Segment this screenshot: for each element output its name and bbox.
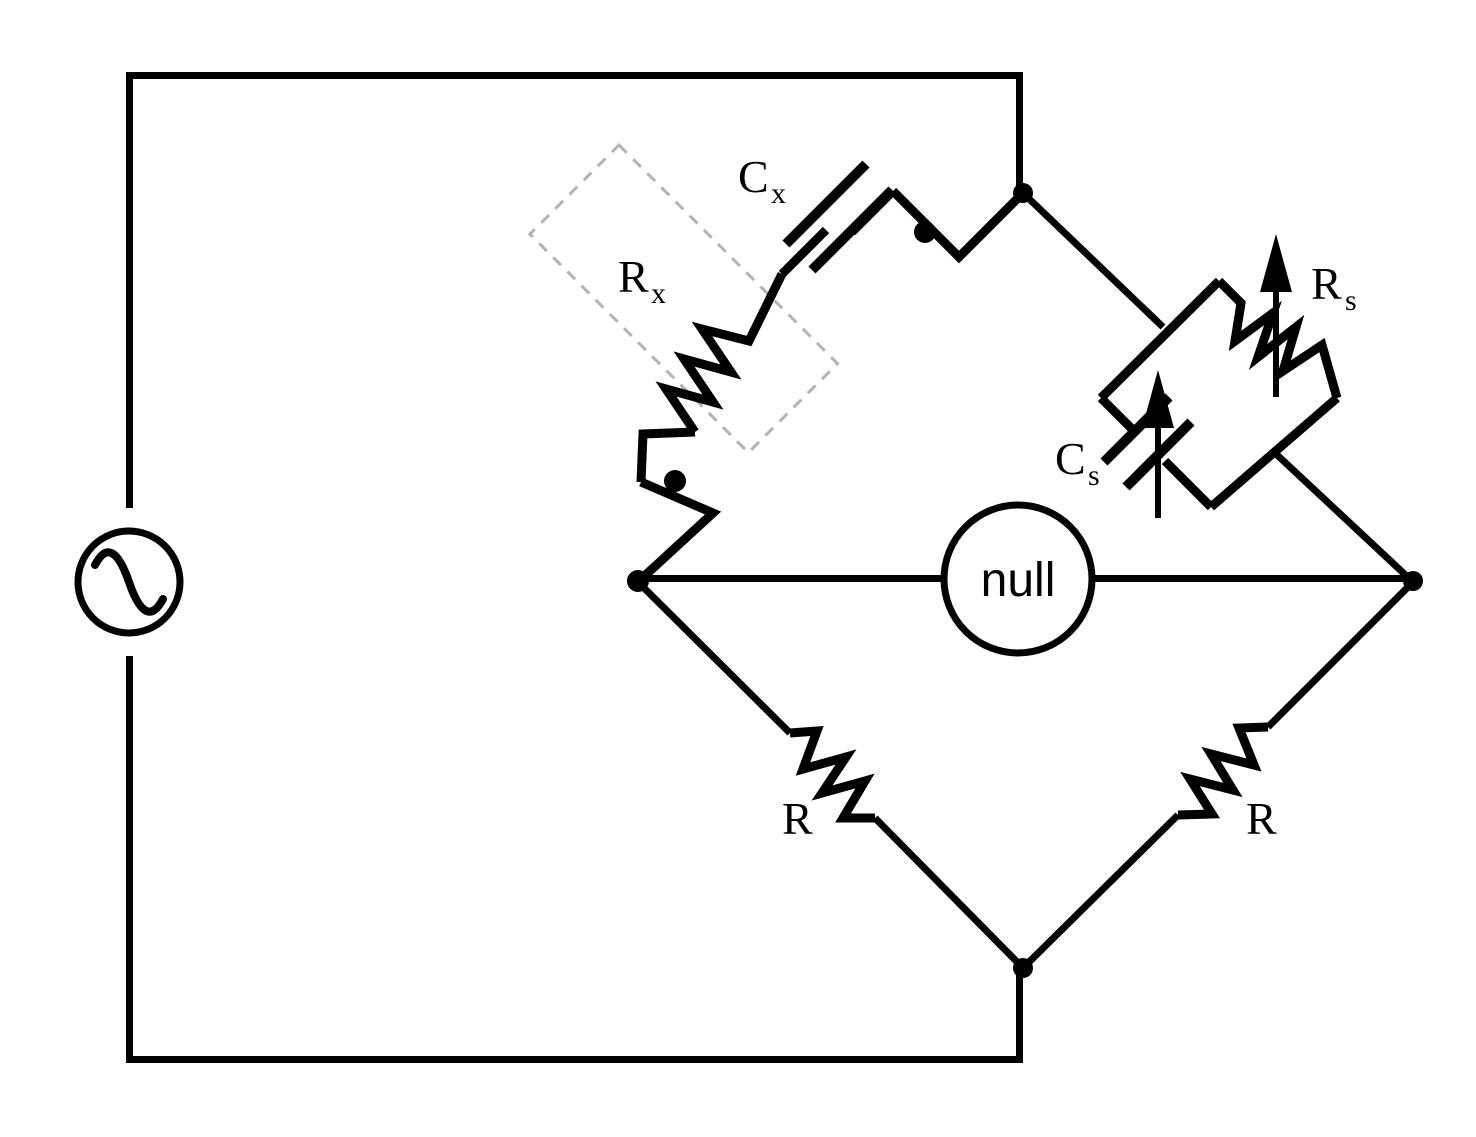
label-cs-sub: s [1088, 459, 1100, 492]
null-detector-circle [940, 501, 1096, 657]
resistor-r-left-arm[interactable] [635, 579, 1026, 971]
cs-lead-upper [1097, 394, 1135, 432]
node-dot-top [1013, 183, 1033, 203]
label-cx-base: C [738, 151, 769, 202]
unknown-branch-dashed-box [527, 142, 840, 455]
capacitor-cx[interactable] [778, 160, 897, 278]
standard-branch-parallel-network [1097, 234, 1342, 518]
junction-dot-rx-bottom [664, 470, 686, 492]
wire-rleft-to-bottomnode [872, 815, 1026, 971]
wire-parallel-to-rightnode [1272, 450, 1416, 585]
null-detector-branch: null [638, 501, 1413, 657]
bridge-junction-dots [627, 183, 1423, 978]
label-cs-base: C [1055, 433, 1086, 484]
r-right-zigzag [1177, 722, 1269, 820]
node-dot-left [627, 570, 649, 592]
cs-lead-lower [1161, 457, 1215, 511]
null-detector-label: null [981, 554, 1056, 607]
label-rs-sub: s [1345, 284, 1357, 317]
rs-arrow-head [1260, 234, 1292, 292]
label-r-right: R [1246, 793, 1277, 844]
ac-source[interactable] [74, 527, 184, 637]
null-detector[interactable]: null [940, 501, 1096, 657]
label-r-left: R [782, 793, 813, 844]
resistor-r-right-arm[interactable] [1020, 579, 1416, 971]
wire-rx-to-leftnode [634, 477, 722, 586]
cx-plate-1 [808, 186, 896, 274]
cx-lead-lower [778, 226, 830, 278]
cs-variable-arrow [1142, 370, 1174, 518]
rx-lead-lower [636, 427, 696, 483]
arm-left-lower [634, 477, 722, 586]
cs-arrow-head [1142, 370, 1174, 428]
wire-rightnode-to-rright [1265, 579, 1416, 730]
label-rx: R x [618, 251, 666, 310]
r-left-zigzag [789, 725, 875, 823]
junction-dot-cx-top [914, 221, 936, 243]
label-cx-sub: x [771, 177, 786, 210]
wire-topnode-to-parallel [1020, 190, 1166, 330]
component-labels: C x R x R s C s R R [618, 151, 1357, 844]
label-rs-base: R [1311, 258, 1342, 309]
wire-leftnode-to-rleft [635, 579, 793, 736]
label-rs: R s [1311, 258, 1357, 317]
label-cs: C s [1055, 433, 1100, 492]
cx-plate-2 [782, 160, 870, 248]
wire-rright-to-bottomnode [1020, 812, 1181, 971]
label-rx-sub: x [651, 277, 666, 310]
diamond-side-upper-left [1097, 277, 1223, 402]
sine-wave-icon [91, 548, 167, 616]
rs-variable-arrow [1260, 234, 1292, 397]
node-dot-right [1403, 571, 1423, 591]
label-cx: C x [738, 151, 786, 210]
node-dot-bottom [1013, 958, 1033, 978]
label-rx-base: R [618, 251, 649, 302]
diamond-side-lower-right [1208, 394, 1340, 511]
wire-topnode-to-cx [889, 187, 1027, 264]
arm-top-left [889, 187, 1027, 264]
resistor-rs[interactable] [1215, 277, 1342, 400]
dashed-box-rect [527, 142, 840, 455]
rx-zigzag [655, 272, 787, 435]
arm-top-right [1020, 190, 1416, 585]
supply-loop-wires [126, 72, 1023, 1063]
rs-zigzag [1215, 277, 1342, 400]
resistor-rx[interactable] [636, 272, 787, 492]
